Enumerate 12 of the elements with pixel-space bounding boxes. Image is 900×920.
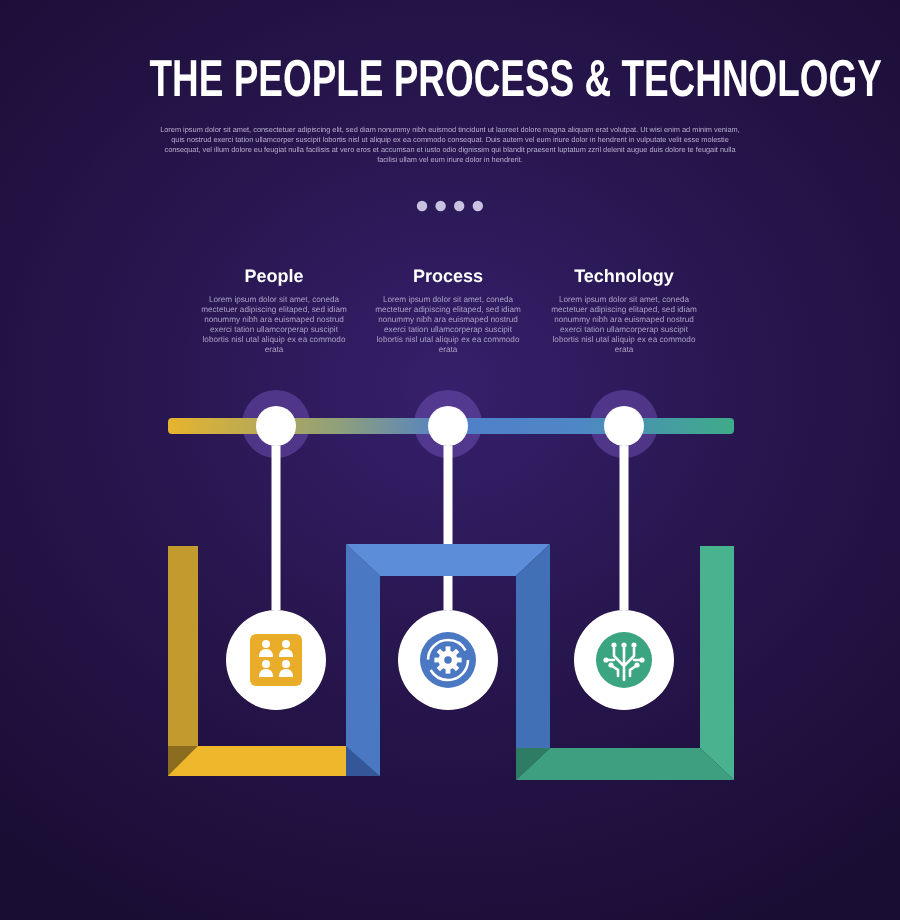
- connector-line: [619, 446, 629, 610]
- timeline-dot: [604, 406, 644, 446]
- icon-circle: [574, 610, 674, 710]
- column-heading: Technology: [572, 266, 676, 288]
- icon-circle: [226, 610, 326, 710]
- timeline-dot: [256, 406, 296, 446]
- column-heading: Process: [410, 266, 486, 288]
- column-heading: People: [242, 266, 306, 288]
- timeline-dot: [428, 406, 468, 446]
- connector-line: [271, 446, 281, 610]
- icon-circle: [398, 610, 498, 710]
- title: THE PEOPLE PROCESS & TECHNOLOGY: [149, 52, 882, 104]
